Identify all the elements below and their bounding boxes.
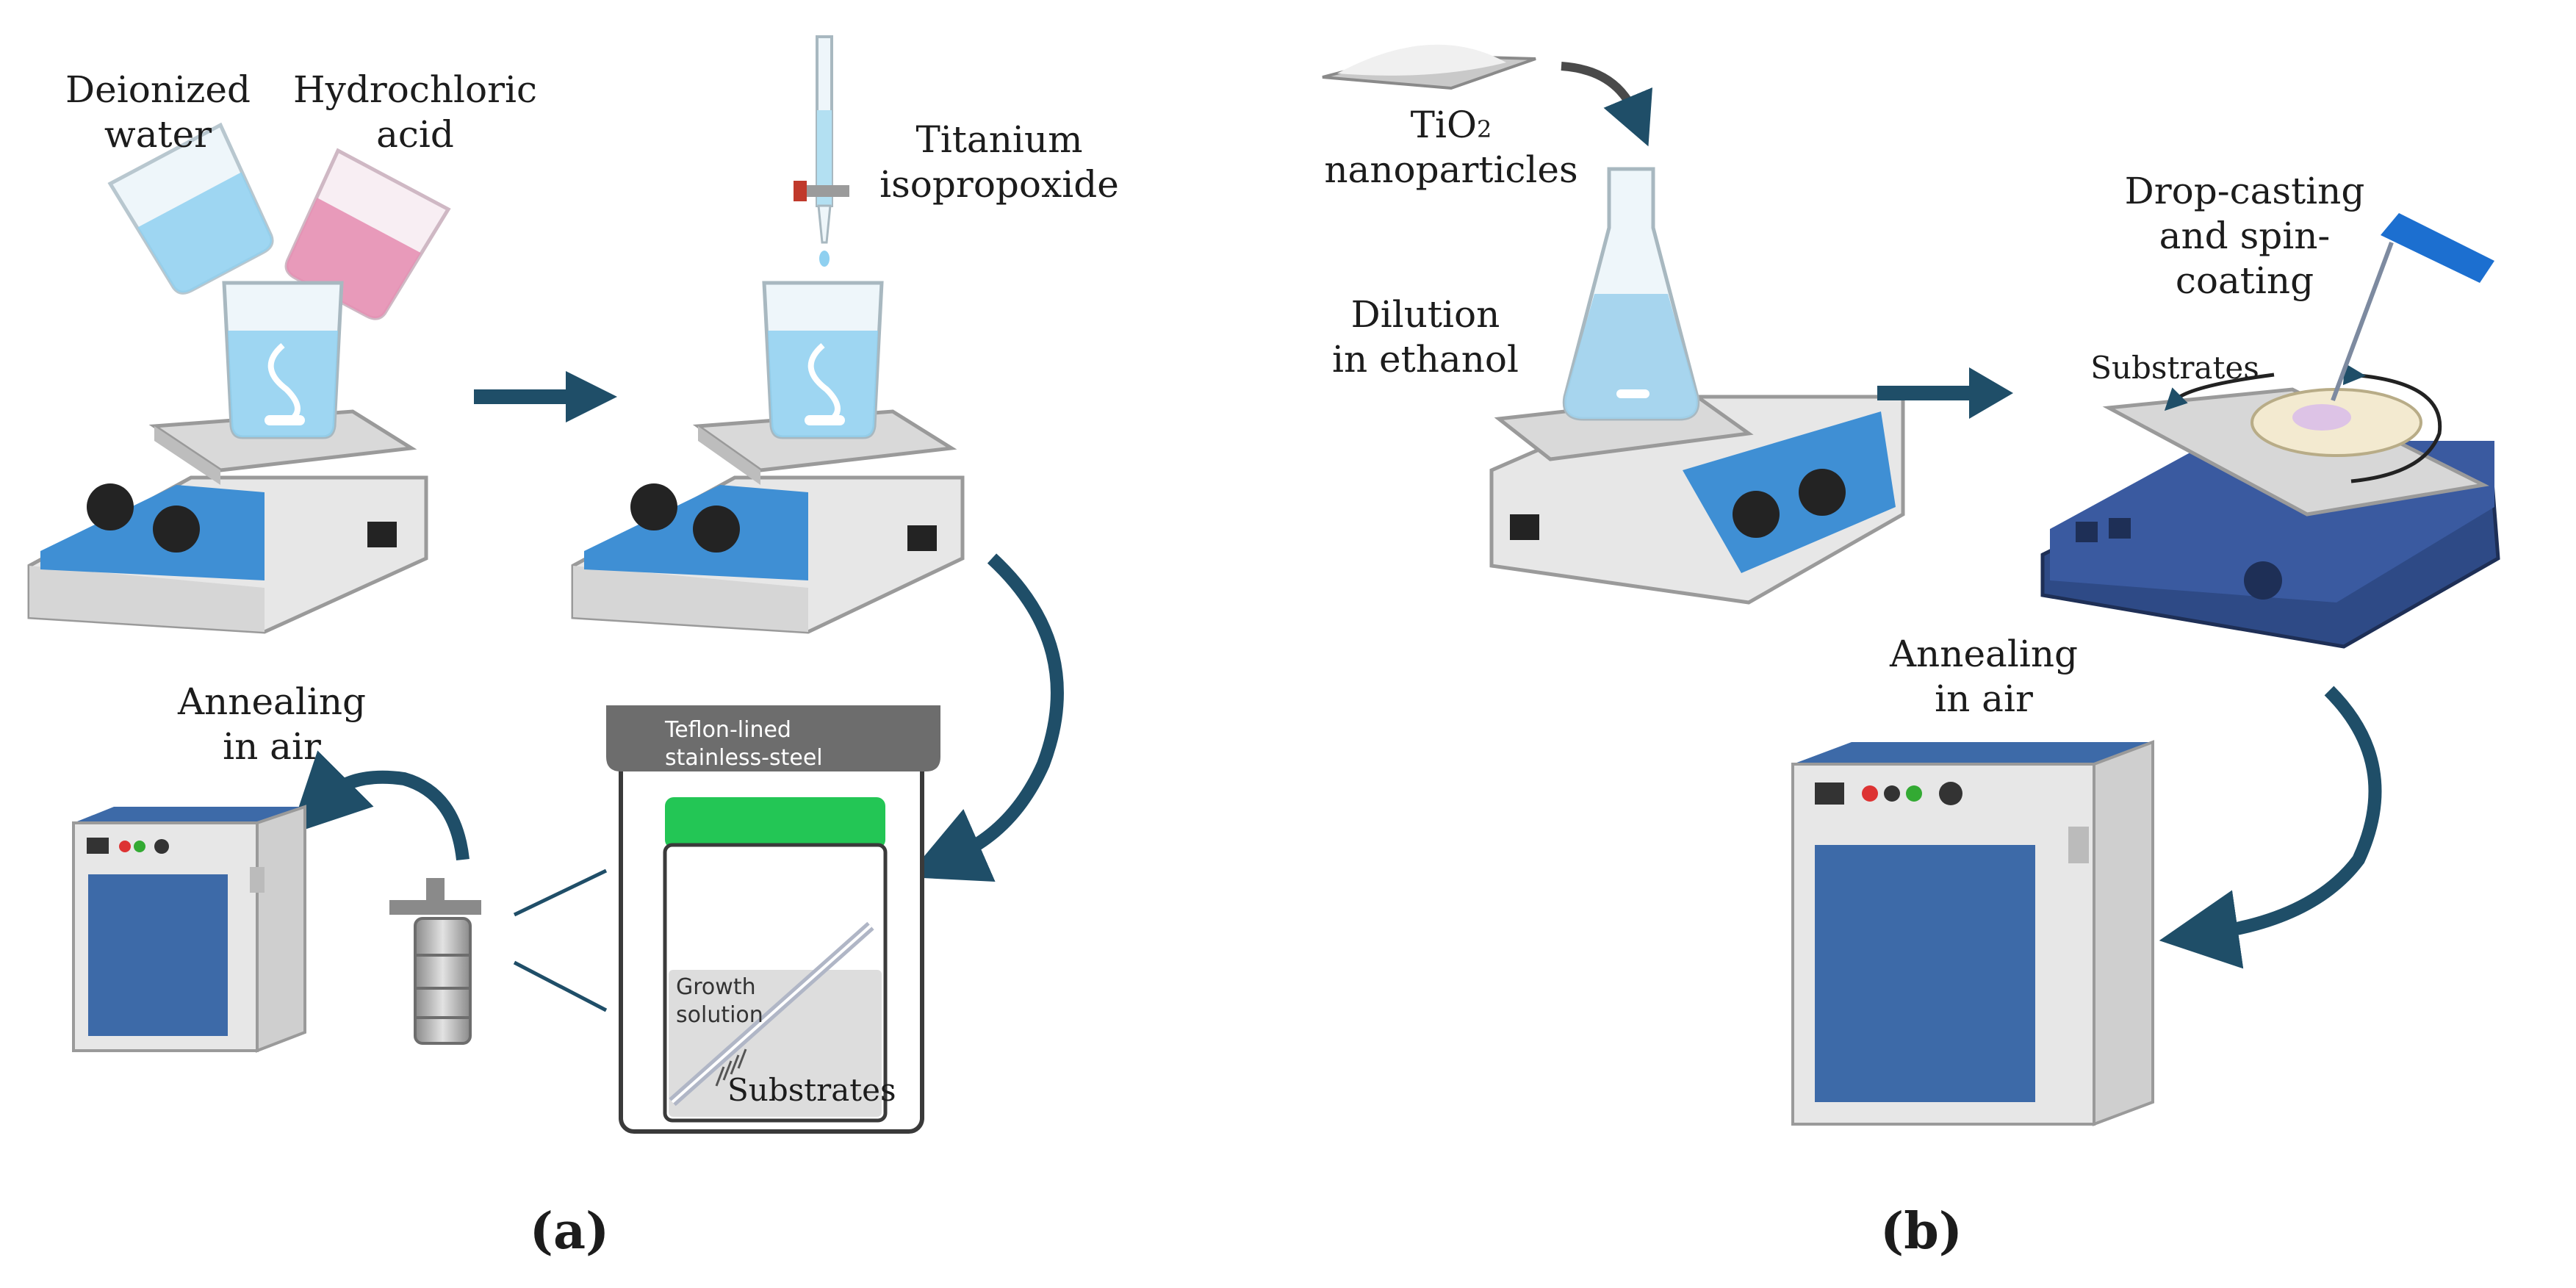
hotplate-stirrer-3-icon	[1489, 395, 1905, 605]
burette-icon	[794, 35, 849, 267]
curved-arrow-a-2	[289, 750, 469, 861]
spin-coater-icon	[2040, 387, 2500, 649]
label-tio2-sub: 2	[1476, 115, 1492, 143]
pouring-beaker-water-icon	[107, 122, 274, 295]
process-arrow-a-1	[474, 371, 617, 422]
label-nanoparticles: nanoparticles	[1324, 148, 1578, 191]
beaker-1-icon	[222, 281, 344, 439]
zoom-line-upper	[513, 868, 608, 917]
label-deionized-water: Deionized water	[65, 68, 251, 156]
oven-a-icon	[72, 805, 306, 1053]
autoclave-vessel-icon	[389, 878, 481, 1045]
label-substrates-a: Substrates	[727, 1072, 896, 1108]
pipette-icon	[2331, 213, 2494, 402]
caption-a: (a)	[529, 1202, 610, 1261]
curved-arrow-b-2	[2159, 686, 2382, 969]
erlenmeyer-flask-icon	[1562, 167, 1700, 421]
label-annealing-b: Annealing in air	[1889, 633, 2079, 720]
label-growth-solution: Growth solution	[676, 974, 763, 1028]
label-hydrochloric-acid: Hydrochloric acid	[292, 68, 538, 156]
curved-arrow-a-1	[907, 553, 1064, 882]
caption-b: (b)	[1880, 1202, 1962, 1261]
label-tio2-nanoparticles: TiO2 nanoparticles	[1315, 103, 1587, 193]
spin-rotation-arrow-left	[2164, 373, 2275, 411]
zoom-line-lower	[513, 960, 608, 1012]
hotplate-stirrer-2-icon	[571, 409, 965, 634]
spin-rotation-arrow	[2342, 363, 2442, 483]
curved-arrow-b-1	[1561, 62, 1652, 147]
beaker-2-icon	[762, 281, 884, 439]
tio2-powder-dish-icon	[1322, 44, 1536, 90]
label-tio2-prefix: TiO	[1410, 104, 1477, 146]
label-drop-casting: Drop-casting and spin-coating	[2124, 170, 2365, 302]
label-dilution: Dilution in ethanol	[1331, 293, 1519, 381]
autoclave-icon	[606, 705, 940, 1134]
process-arrow-b-1	[1877, 367, 2013, 419]
label-substrates-b: Substrates	[2090, 350, 2259, 386]
label-annealing-a: Annealing in air	[177, 680, 367, 768]
label-titanium-isopropoxide: Titanium isopropoxide	[879, 118, 1119, 206]
hotplate-stirrer-1-icon	[27, 409, 428, 634]
oven-b-icon	[1791, 740, 2154, 1126]
label-autoclave: Teflon-lined stainless-steel autoclave	[665, 717, 823, 798]
